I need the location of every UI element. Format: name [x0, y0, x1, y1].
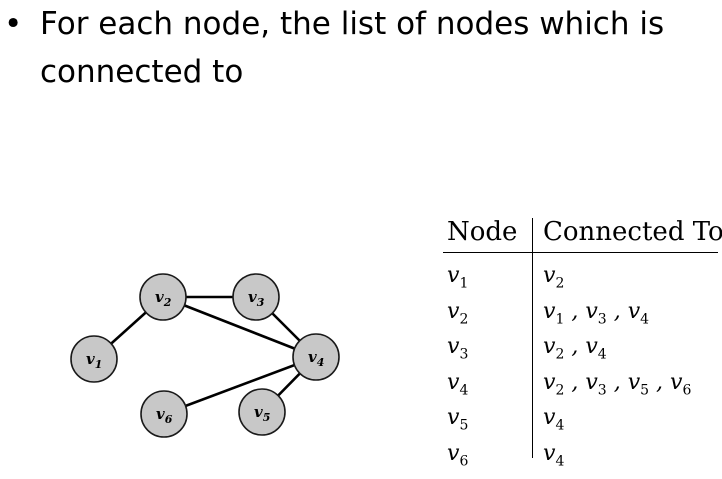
edge-v2-v4: [162, 295, 317, 359]
cell-connected: v4: [543, 405, 565, 434]
cell-connected: v1 , v3 , v4: [543, 298, 650, 327]
header-connected-to: Connected To: [543, 217, 722, 247]
cell-node: v3: [447, 334, 469, 363]
header-rule: [443, 252, 718, 253]
edge-v4-v6: [163, 355, 317, 416]
table-row: v1 v2: [443, 258, 718, 293]
cell-connected: v4: [543, 440, 565, 469]
table-row: v3 v2 , v4: [443, 329, 718, 364]
node-circle: [232, 273, 280, 321]
cell-node: v1: [447, 263, 469, 292]
node-circle: [238, 388, 286, 436]
table-row: v5 v4: [443, 400, 718, 435]
table-row: v6 v4: [443, 436, 718, 471]
cell-connected: v2: [543, 263, 565, 292]
column-divider: [532, 218, 533, 458]
node-circle: [70, 335, 118, 383]
table-row: v4 v2 , v3 , v5 , v6: [443, 365, 718, 400]
cell-node: v2: [447, 298, 469, 327]
table-header: Node Connected To: [443, 212, 722, 252]
node-v4: v4: [292, 333, 340, 381]
bullet-text: For each node, the list of nodes which i…: [40, 6, 665, 90]
cell-connected: v2 , v4: [543, 334, 607, 363]
graph-edges: [93, 295, 317, 416]
table-row: v2 v1 , v3 , v4: [443, 294, 718, 329]
node-v5: v5: [238, 388, 286, 436]
cell-node: v5: [447, 405, 469, 434]
node-circle: [292, 333, 340, 381]
node-circle: [140, 390, 188, 438]
node-circle: [139, 273, 187, 321]
node-v6: v6: [140, 390, 188, 438]
bullet-dot: •: [4, 6, 23, 42]
node-v3: v3: [232, 273, 280, 321]
header-node: Node: [447, 217, 518, 247]
cell-node: v4: [447, 369, 469, 398]
node-v2: v2: [139, 273, 187, 321]
cell-connected: v2 , v3 , v5 , v6: [543, 369, 692, 398]
cell-node: v6: [447, 440, 469, 469]
node-v1: v1: [70, 335, 118, 383]
adjacency-table: Node Connected To v1 v2 v2 v1 , v3 , v4 v3 v2…: [443, 212, 722, 469]
